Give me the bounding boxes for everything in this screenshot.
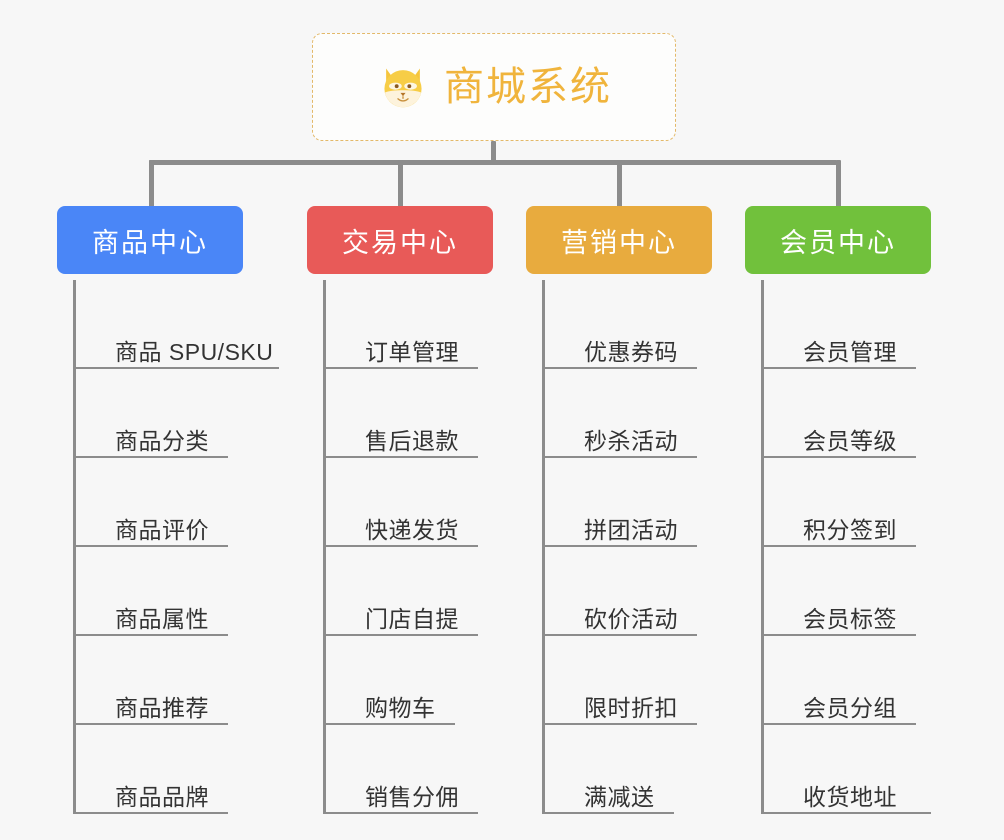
leaf-label: 砍价活动 <box>584 605 678 632</box>
leaf-underline <box>542 367 697 369</box>
leaf-label: 快递发货 <box>365 516 459 543</box>
category-header-2[interactable]: 交易中心 <box>307 206 493 274</box>
leaf-underline <box>323 456 478 458</box>
leaf-item[interactable]: 收货地址 <box>761 725 931 814</box>
leaf-underline <box>73 634 228 636</box>
category-label-2: 交易中心 <box>342 227 458 258</box>
leaf-item[interactable]: 会员管理 <box>761 280 916 369</box>
leaf-item[interactable]: 销售分佣 <box>323 725 478 814</box>
category-label-3: 营销中心 <box>561 227 677 258</box>
leaf-underline <box>542 545 697 547</box>
leaf-label: 销售分佣 <box>365 783 459 810</box>
leaf-underline <box>323 545 478 547</box>
leaf-group-4: 会员管理 会员等级 积分签到 会员标签 会员分组 收货地址 <box>761 280 976 814</box>
leaf-spine-4 <box>761 280 764 814</box>
connector-branch-3 <box>617 160 622 208</box>
leaf-item[interactable]: 门店自提 <box>323 547 478 636</box>
connector-bus <box>149 160 837 165</box>
leaf-underline <box>73 812 228 814</box>
connector-branch-1 <box>149 160 154 208</box>
leaf-label: 会员管理 <box>803 338 897 365</box>
category-header-4[interactable]: 会员中心 <box>745 206 931 274</box>
leaf-label: 商品推荐 <box>115 694 209 721</box>
leaf-item[interactable]: 拼团活动 <box>542 458 697 547</box>
category-header-1[interactable]: 商品中心 <box>57 206 243 274</box>
leaf-item[interactable]: 商品 SPU/SKU <box>73 280 279 369</box>
leaf-item[interactable]: 砍价活动 <box>542 547 697 636</box>
leaf-item[interactable]: 商品评价 <box>73 458 228 547</box>
leaf-label: 收货地址 <box>803 783 897 810</box>
leaf-label: 会员标签 <box>803 605 897 632</box>
shiba-dog-icon <box>376 60 430 114</box>
leaf-label: 拼团活动 <box>584 516 678 543</box>
leaf-underline <box>542 812 674 814</box>
root-node[interactable]: 商城系统 <box>312 33 676 141</box>
leaf-underline <box>542 723 697 725</box>
leaf-underline <box>761 367 916 369</box>
leaf-item[interactable]: 商品属性 <box>73 547 228 636</box>
leaf-underline <box>761 634 916 636</box>
leaf-underline <box>73 545 228 547</box>
leaf-group-2: 订单管理 售后退款 快递发货 门店自提 购物车 销售分佣 <box>323 280 538 814</box>
leaf-label: 商品属性 <box>115 605 209 632</box>
leaf-underline <box>542 634 697 636</box>
leaf-item[interactable]: 会员分组 <box>761 636 916 725</box>
leaf-label: 订单管理 <box>365 338 459 365</box>
leaf-label: 商品 SPU/SKU <box>115 338 274 365</box>
leaf-label: 优惠券码 <box>584 338 678 365</box>
connector-branch-4 <box>836 160 841 208</box>
leaf-item[interactable]: 商品品牌 <box>73 725 228 814</box>
leaf-item[interactable]: 订单管理 <box>323 280 478 369</box>
leaf-underline <box>73 723 228 725</box>
root-title: 商城系统 <box>444 65 612 109</box>
leaf-item[interactable]: 会员标签 <box>761 547 916 636</box>
leaf-item[interactable]: 积分签到 <box>761 458 916 547</box>
leaf-label: 门店自提 <box>365 605 459 632</box>
leaf-label: 满减送 <box>584 783 655 810</box>
leaf-spine-3 <box>542 280 545 814</box>
leaf-label: 商品品牌 <box>115 783 209 810</box>
leaf-item[interactable]: 优惠券码 <box>542 280 697 369</box>
leaf-underline <box>542 456 697 458</box>
leaf-item[interactable]: 商品分类 <box>73 369 228 458</box>
leaf-label: 会员分组 <box>803 694 897 721</box>
leaf-item[interactable]: 会员等级 <box>761 369 916 458</box>
leaf-item[interactable]: 商品推荐 <box>73 636 228 725</box>
leaf-underline <box>323 367 478 369</box>
leaf-spine-1 <box>73 280 76 814</box>
leaf-label: 会员等级 <box>803 427 897 454</box>
leaf-label: 积分签到 <box>803 516 897 543</box>
leaf-label: 限时折扣 <box>584 694 678 721</box>
connector-root-stem <box>491 141 496 163</box>
leaf-label: 秒杀活动 <box>584 427 678 454</box>
leaf-label: 商品评价 <box>115 516 209 543</box>
leaf-underline <box>761 723 916 725</box>
leaf-underline <box>761 456 916 458</box>
leaf-group-3: 优惠券码 秒杀活动 拼团活动 砍价活动 限时折扣 满减送 <box>542 280 757 814</box>
leaf-underline <box>323 634 478 636</box>
leaf-spine-2 <box>323 280 326 814</box>
category-header-3[interactable]: 营销中心 <box>526 206 712 274</box>
leaf-underline <box>761 812 931 814</box>
leaf-item[interactable]: 限时折扣 <box>542 636 697 725</box>
category-label-1: 商品中心 <box>92 227 208 258</box>
leaf-label: 售后退款 <box>365 427 459 454</box>
leaf-underline <box>761 545 916 547</box>
leaf-underline <box>323 723 455 725</box>
leaf-underline <box>73 367 279 369</box>
leaf-item[interactable]: 秒杀活动 <box>542 369 697 458</box>
leaf-underline <box>73 456 228 458</box>
leaf-item[interactable]: 快递发货 <box>323 458 478 547</box>
leaf-item[interactable]: 售后退款 <box>323 369 478 458</box>
leaf-item[interactable]: 购物车 <box>323 636 455 725</box>
connector-branch-2 <box>398 160 403 208</box>
leaf-label: 商品分类 <box>115 427 209 454</box>
leaf-item[interactable]: 满减送 <box>542 725 674 814</box>
leaf-underline <box>323 812 478 814</box>
category-label-4: 会员中心 <box>780 227 896 258</box>
leaf-label: 购物车 <box>365 694 436 721</box>
leaf-group-1: 商品 SPU/SKU 商品分类 商品评价 商品属性 商品推荐 商品品牌 <box>73 280 288 814</box>
